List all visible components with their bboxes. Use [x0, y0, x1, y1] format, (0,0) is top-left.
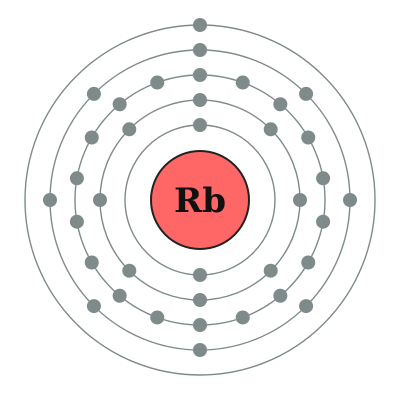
electron-shell-2-6 [122, 263, 137, 278]
electron-shell-3-11 [150, 310, 165, 325]
electron-shell-4-3 [343, 193, 357, 207]
electron-shell-3-8 [273, 288, 288, 303]
electron-shell-3-3 [273, 97, 288, 112]
electron-shell-3-10 [193, 318, 207, 332]
nucleus-group: Rb [150, 150, 250, 250]
electron-shell-4-6 [86, 299, 101, 314]
electron-shell-4-4 [299, 299, 314, 314]
electron-shell-2-8 [122, 122, 137, 137]
electron-shell-4-8 [86, 86, 101, 101]
electron-shell-2-5 [193, 293, 207, 307]
electron-shell-3-14 [69, 214, 84, 229]
electron-shell-4-5 [193, 343, 207, 357]
electron-shell-3-6 [316, 214, 331, 229]
electron-shell-5-1 [193, 18, 207, 32]
electron-shell-3-17 [112, 97, 127, 112]
electron-shell-3-4 [301, 130, 316, 145]
electron-shell-2-1 [193, 93, 207, 107]
electron-shell-3-12 [112, 288, 127, 303]
electron-shell-4-7 [43, 193, 57, 207]
electron-shell-3-5 [316, 171, 331, 186]
electron-shell-3-16 [84, 130, 99, 145]
electron-shell-1-2 [193, 268, 207, 282]
electron-shell-2-4 [263, 263, 278, 278]
electron-shell-4-2 [299, 86, 314, 101]
electron-shell-3-13 [84, 255, 99, 270]
element-symbol: Rb [174, 181, 226, 221]
electron-shell-2-3 [293, 193, 307, 207]
electron-shell-3-15 [69, 171, 84, 186]
electron-shell-3-18 [150, 75, 165, 90]
electron-shell-3-1 [193, 68, 207, 82]
electron-shell-3-9 [235, 310, 250, 325]
electron-shell-3-7 [301, 255, 316, 270]
electron-shell-3-2 [235, 75, 250, 90]
electron-shell-2-7 [93, 193, 107, 207]
electron-shell-1-1 [193, 118, 207, 132]
electron-shell-2-2 [263, 122, 278, 137]
electron-shell-4-1 [193, 43, 207, 57]
electrons [43, 18, 357, 357]
nucleus [150, 150, 250, 250]
